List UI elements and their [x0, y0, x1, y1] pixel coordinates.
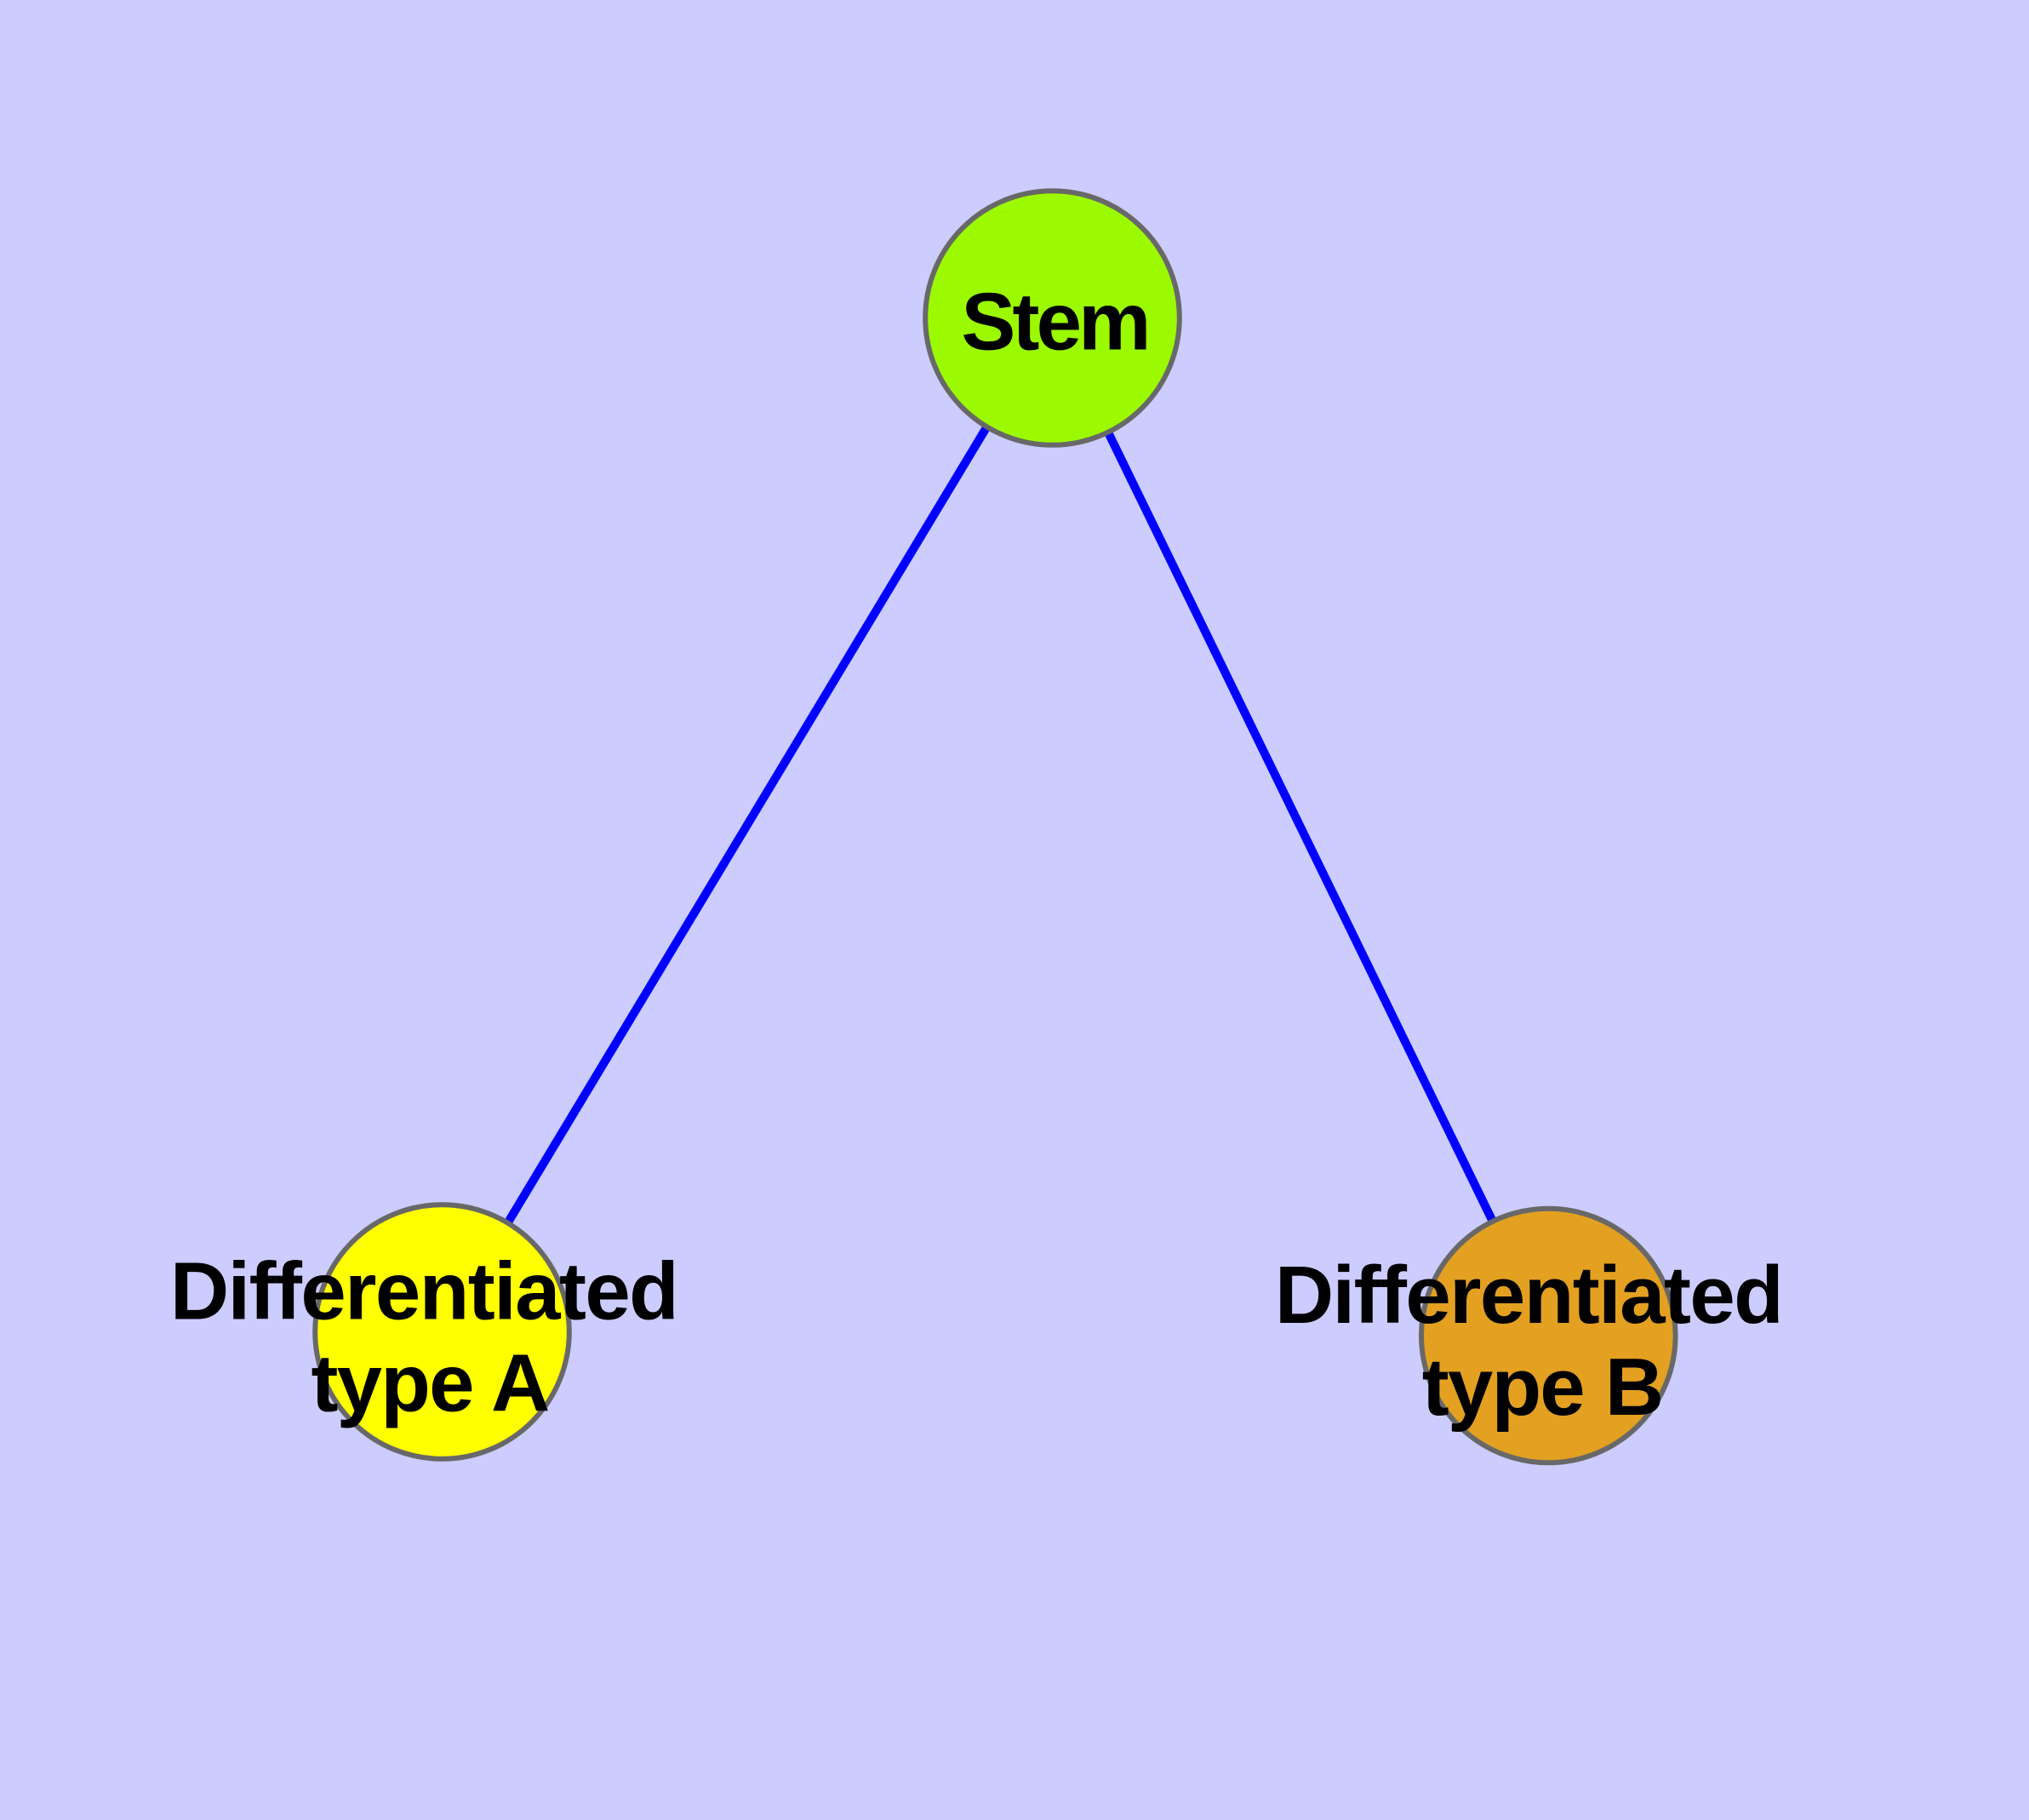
- svg-text:type B: type B: [1422, 1342, 1663, 1433]
- svg-text:Differentiated: Differentiated: [170, 1245, 677, 1336]
- svg-text:Stem: Stem: [961, 277, 1147, 368]
- svg-text:Differentiated: Differentiated: [1275, 1250, 1782, 1341]
- svg-text:type A: type A: [311, 1337, 548, 1428]
